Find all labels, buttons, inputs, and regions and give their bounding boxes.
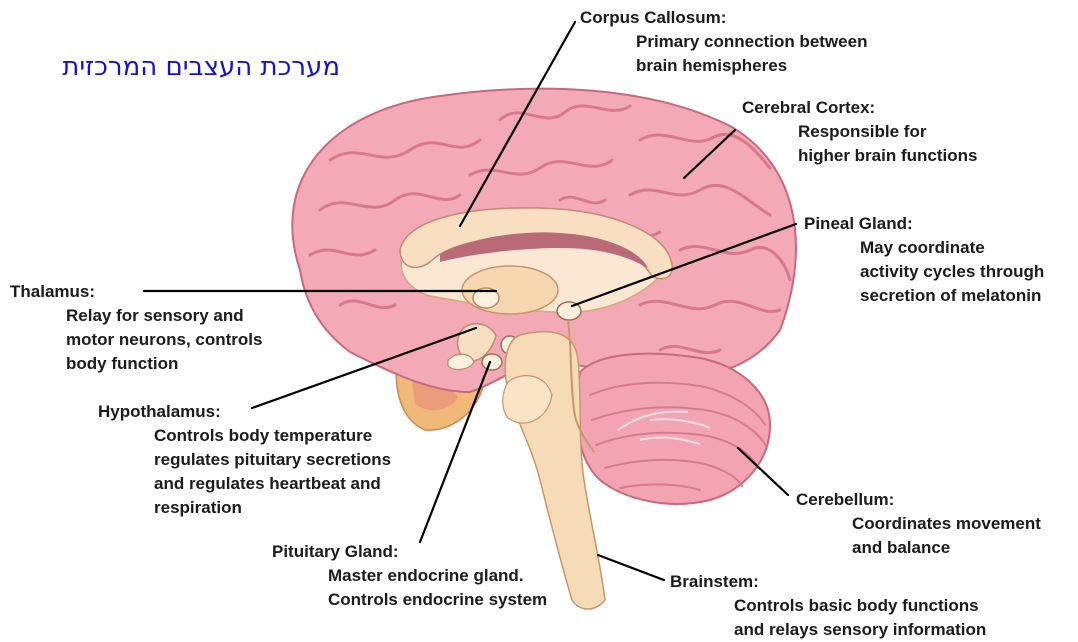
label-corpus-callosum: Corpus Callosum: Primary connection betw… [580,6,867,78]
label-name: Cerebral Cortex: [742,96,977,120]
label-desc: Responsible for [798,120,977,144]
label-desc: Controls endocrine system [328,588,547,612]
label-name: Corpus Callosum: [580,6,867,30]
pituitary-gland-shape [482,354,502,370]
label-desc: and balance [852,536,1041,560]
label-desc: Coordinates movement [852,512,1041,536]
label-desc: higher brain functions [798,144,977,168]
label-name: Thalamus: [10,280,262,304]
label-desc: May coordinate [860,236,1044,260]
label-name: Hypothalamus: [98,400,391,424]
label-desc: secretion of melatonin [860,284,1044,308]
label-desc: motor neurons, controls [66,328,262,352]
label-name: Brainstem: [670,570,986,594]
label-desc: Relay for sensory and [66,304,262,328]
label-brainstem: Brainstem: Controls basic body functions… [670,570,986,642]
label-desc: respiration [154,496,391,520]
label-name: Pineal Gland: [804,212,1044,236]
label-desc: activity cycles through [860,260,1044,284]
label-desc: Primary connection between [636,30,867,54]
label-desc: Master endocrine gland. [328,564,547,588]
label-name: Cerebellum: [796,488,1041,512]
leader-brainstem [598,555,664,580]
label-desc: and regulates heartbeat and [154,472,391,496]
label-desc: body function [66,352,262,376]
label-desc: Controls basic body functions [734,594,986,618]
label-desc: regulates pituitary secretions [154,448,391,472]
label-desc: brain hemispheres [636,54,867,78]
label-desc: and relays sensory information [734,618,986,642]
label-pituitary-gland: Pituitary Gland: Master endocrine gland.… [272,540,547,612]
cerebellum-shape [577,354,770,504]
page-title: מערכת העצבים המרכזית [20,52,340,82]
label-desc: Controls body temperature [154,424,391,448]
label-name: Pituitary Gland: [272,540,547,564]
